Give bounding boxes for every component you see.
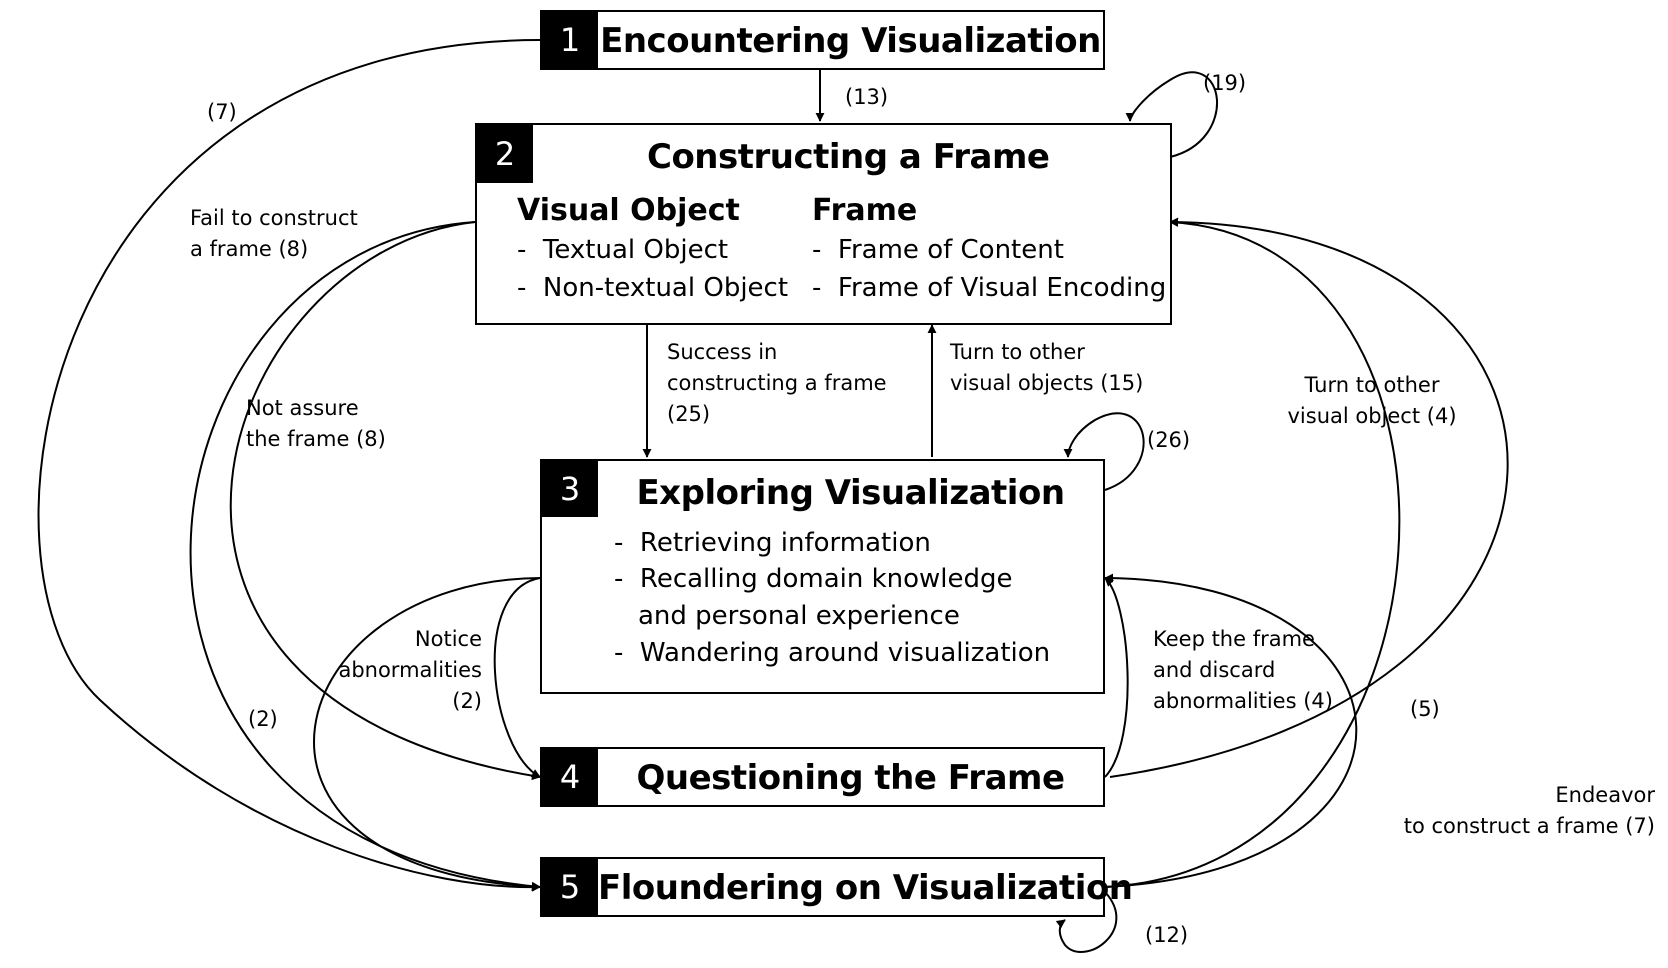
- edge-3-self-loop: [1063, 412, 1145, 491]
- visual-object-heading: Visual Object: [517, 193, 740, 228]
- edge-2-to-4: [229, 221, 541, 781]
- stage-4-title: Questioning the Frame: [636, 758, 1065, 798]
- stage-5-box: 5 Floundering on Visualization: [540, 857, 1133, 917]
- edge-3-to-4: [493, 577, 541, 778]
- stage-3-box: 3 Exploring Visualization - Retrieving i…: [540, 459, 1105, 694]
- exploring-item-continuation: and personal experience: [638, 601, 960, 631]
- stage-3-number: 3: [542, 461, 598, 517]
- stage-4-number: 4: [542, 749, 598, 805]
- edge-label-2-self: (19): [1203, 71, 1247, 95]
- edge-5-to-3: [1104, 573, 1358, 888]
- edge-label-1-to-2: (13): [845, 85, 889, 109]
- edge-3-to-5: [313, 577, 541, 892]
- stage-1-box: 1 Encountering Visualization: [540, 10, 1105, 70]
- edge-5-to-2: [1104, 217, 1401, 888]
- exploring-item: - Retrieving information: [614, 528, 931, 558]
- stage-1-title: Encountering Visualization: [600, 21, 1101, 61]
- exploring-item: - Recalling domain knowledge: [614, 564, 1013, 594]
- edge-label-5-self: (12): [1145, 923, 1189, 947]
- stage-2-title: Constructing a Frame: [647, 137, 1050, 177]
- edge-1-to-5: [37, 39, 541, 892]
- stage-1-number: 1: [542, 12, 598, 68]
- edge-5-self-loop: [1055, 891, 1118, 953]
- frame-item: - Frame of Visual Encoding: [812, 273, 1167, 303]
- exploring-item: - Wandering around visualization: [614, 638, 1051, 668]
- stage-3-title: Exploring Visualization: [636, 473, 1065, 513]
- edge-2-to-5: [189, 221, 541, 891]
- visual-object-item: - Non-textual Object: [517, 273, 789, 303]
- edge-label-1-to-5: (7): [207, 100, 237, 124]
- edge-label-5-to-3: (5): [1410, 697, 1440, 721]
- frame-item: - Frame of Content: [812, 235, 1064, 265]
- edge-2-self-loop: [1125, 71, 1218, 158]
- edge-label-3-self: (26): [1147, 428, 1191, 452]
- edge-4-to-3: [1104, 577, 1129, 778]
- stage-4-box: 4 Questioning the Frame: [540, 747, 1105, 807]
- stage-2-box: 2 Constructing a Frame Visual Object - T…: [475, 123, 1172, 325]
- stage-5-number: 5: [542, 859, 598, 915]
- frame-heading: Frame: [812, 193, 918, 228]
- edge-4-to-2: [1109, 217, 1509, 778]
- stage-5-title: Floundering on Visualization: [598, 868, 1133, 908]
- edge-label-3-to-5: (2): [248, 707, 278, 731]
- stage-2-number: 2: [477, 125, 533, 183]
- visual-object-item: - Textual Object: [517, 235, 729, 265]
